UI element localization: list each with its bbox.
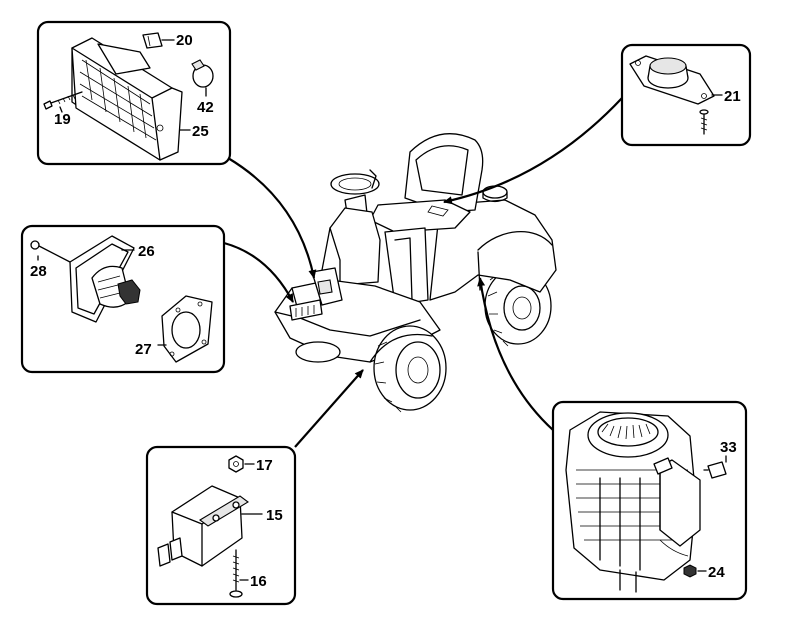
callout-21: 21 [724, 88, 741, 105]
callout-16: 16 [250, 573, 267, 590]
leader-arrows [223, 97, 623, 448]
panel-headlight: 20 42 19 25 [36, 20, 232, 166]
callout-27: 27 [135, 341, 152, 358]
front-wheel [373, 325, 447, 413]
panel-relay: 17 15 16 [145, 445, 297, 606]
arrow-switch [223, 241, 294, 303]
arrow-relay [294, 369, 364, 448]
callout-19: 19 [54, 111, 71, 128]
panel-engine: 33 24 [551, 400, 748, 601]
callout-28: 28 [30, 263, 47, 280]
arrow-seat-switch [443, 97, 623, 205]
callout-17: 17 [256, 457, 273, 474]
callout-26: 26 [138, 243, 155, 260]
callout-42: 42 [197, 99, 214, 116]
callout-15: 15 [266, 507, 283, 524]
panel-ignition-switch: 26 28 27 [20, 224, 226, 374]
arrow-engine [477, 277, 554, 431]
callout-24: 24 [708, 564, 725, 581]
arrow-headlight [227, 157, 317, 279]
callout-33: 33 [720, 439, 737, 456]
callout-25: 25 [192, 123, 209, 140]
riding-mower-illustration [274, 133, 557, 413]
callout-20: 20 [176, 32, 193, 49]
panel-seat-switch: 21 [620, 43, 752, 147]
